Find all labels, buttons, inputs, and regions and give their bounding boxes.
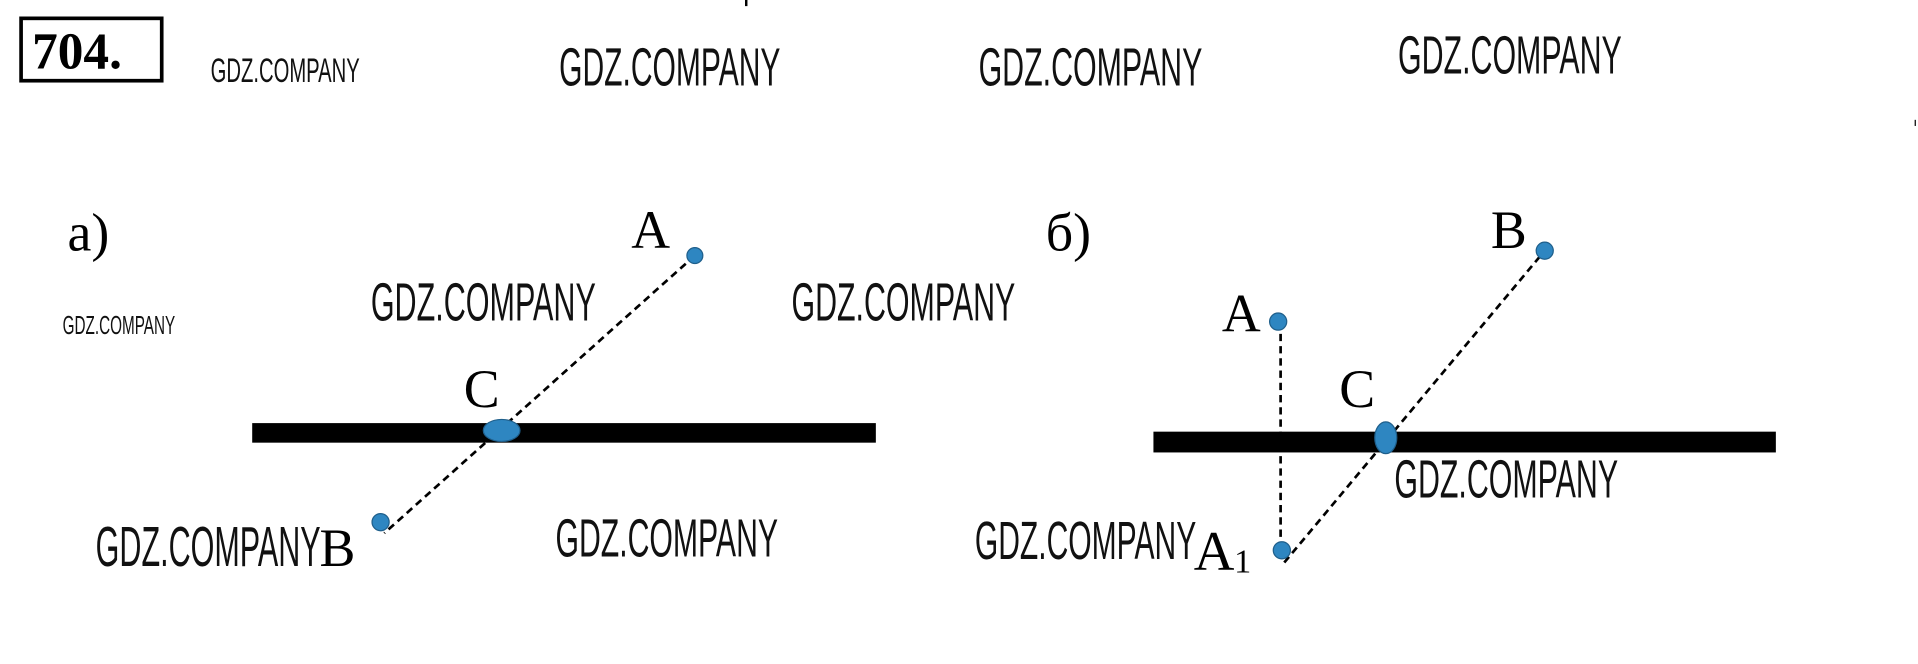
label-c: C (1339, 359, 1375, 419)
label-a1: A (1194, 521, 1235, 583)
line-a (252, 423, 876, 443)
watermark: GDZ.COMPANY (979, 38, 1203, 98)
watermark: GDZ.COMPANY (791, 272, 1015, 332)
label-a: A (1222, 283, 1261, 343)
point-a (1268, 312, 1288, 331)
watermark: GDZ.COMPANY (559, 38, 780, 98)
point-a1 (1272, 541, 1291, 560)
point-b (371, 512, 390, 532)
segment-a1b (1283, 249, 1546, 564)
part-b-label: б) (1046, 203, 1091, 263)
problem-number-box (19, 16, 164, 83)
part-a-label: а) (68, 203, 110, 263)
point-c (1374, 421, 1398, 455)
label-a: A (631, 200, 670, 260)
label-b: B (1491, 200, 1527, 260)
watermark: GDZ.COMPANY (1398, 25, 1622, 85)
label-b: B (319, 518, 355, 578)
segment-ab (383, 254, 696, 535)
watermark: GDZ.COMPANY (1394, 450, 1618, 510)
part-b-figure: б) B A C A 1 (1046, 200, 1776, 583)
point-a (686, 247, 704, 265)
point-b (1535, 241, 1554, 260)
watermark: GDZ.COMPANY (63, 312, 176, 340)
part-a-figure: а) A C B (68, 200, 876, 578)
label-a1-subscript: 1 (1234, 542, 1251, 580)
watermark: GDZ.COMPANY (555, 508, 778, 568)
problem-number: 704. (32, 23, 122, 80)
line-b (1153, 431, 1776, 453)
point-c (482, 418, 521, 443)
watermark: GDZ.COMPANY (96, 515, 321, 578)
watermark: GDZ.COMPANY (975, 511, 1196, 571)
watermark: GDZ.COMPANY (211, 52, 360, 90)
label-c: C (464, 359, 500, 419)
watermark: GDZ.COMPANY (371, 272, 596, 332)
